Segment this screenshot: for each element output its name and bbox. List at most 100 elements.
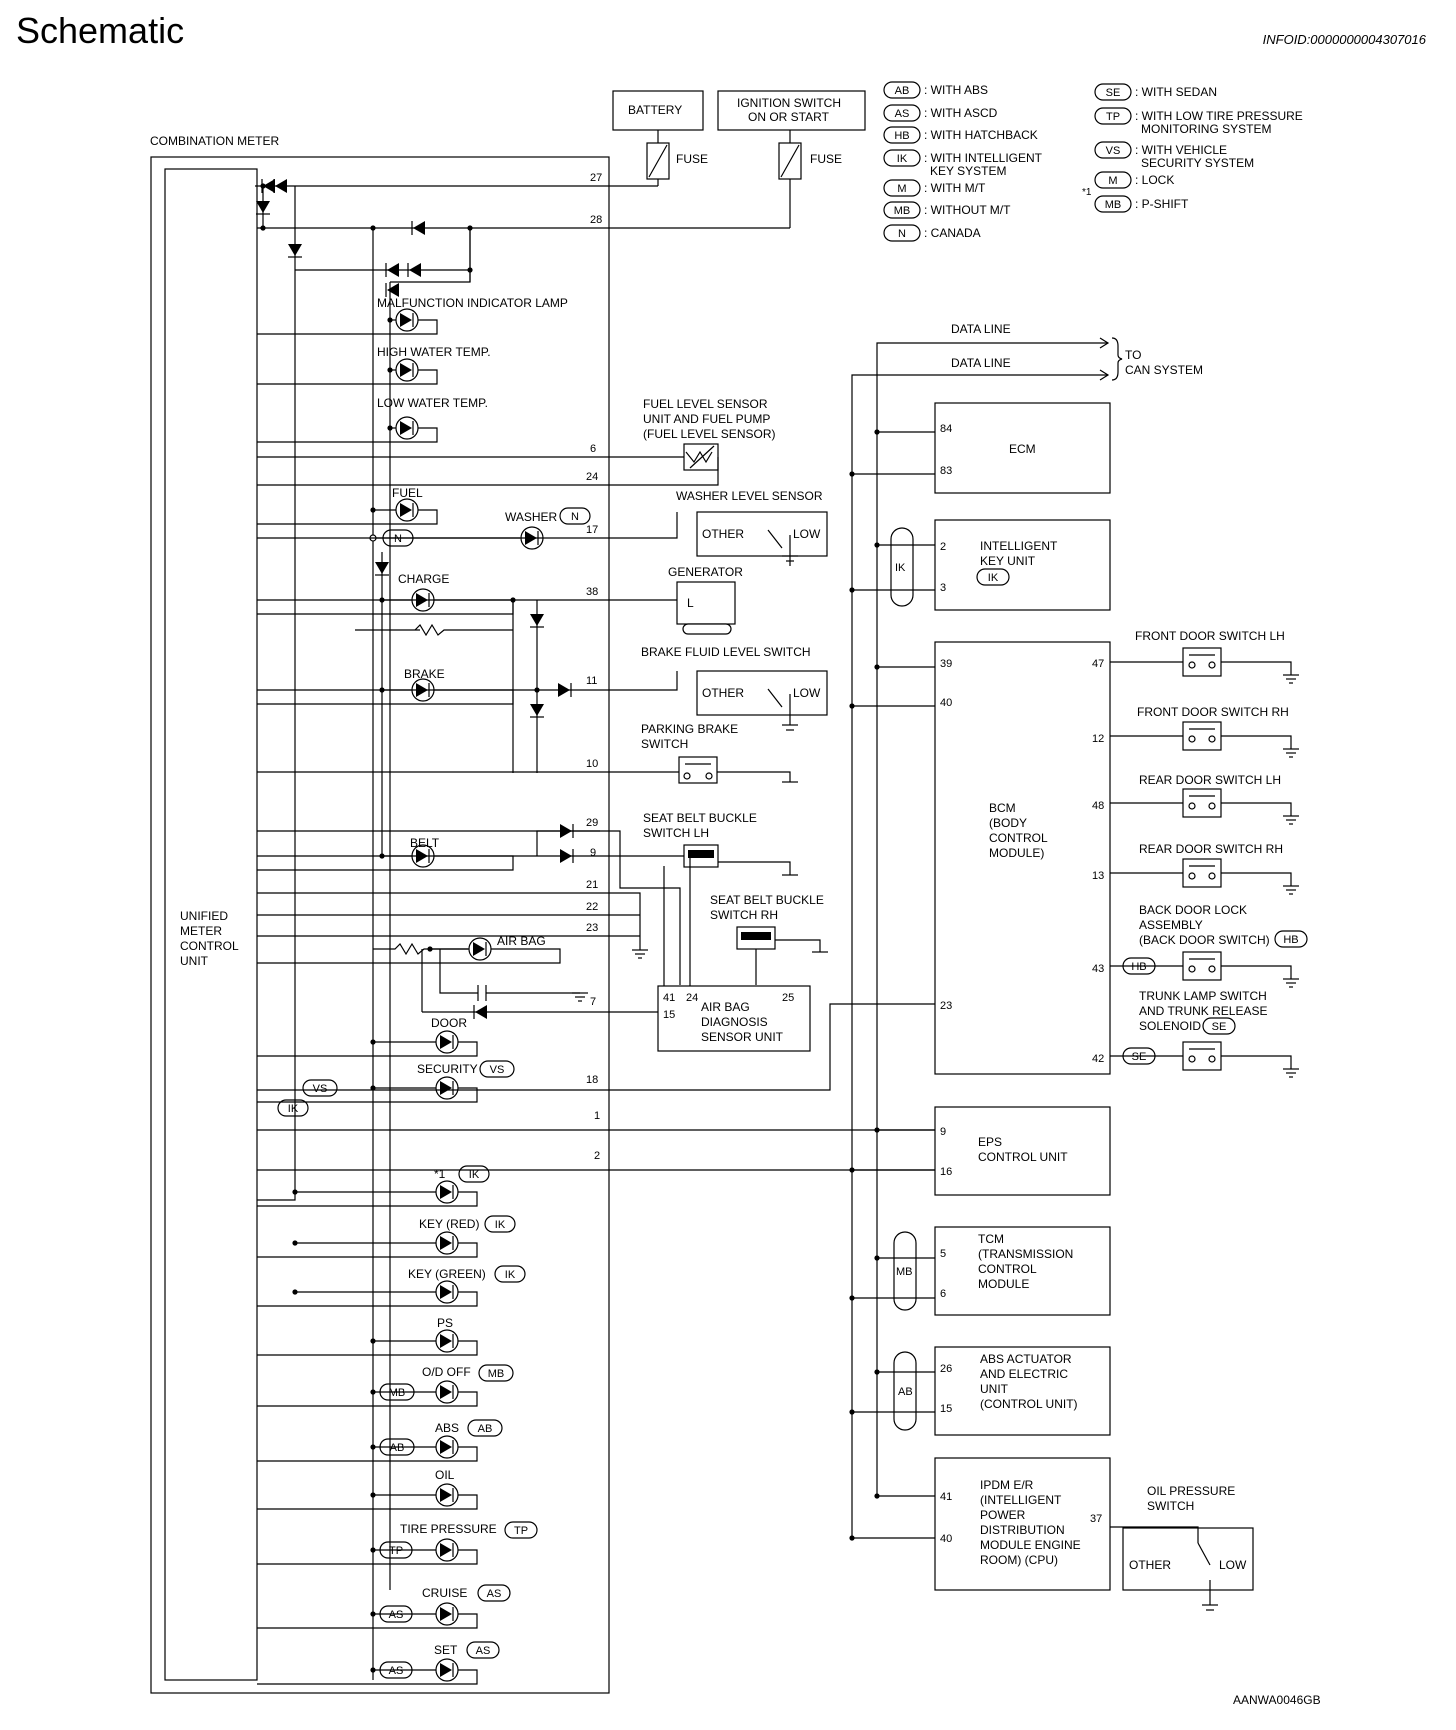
tag-ab-abs-2-text: AB: [390, 1442, 405, 1454]
wire-29: [257, 830, 681, 985]
lamp-label-door: DOOR: [431, 1016, 467, 1030]
ipdm-pin-41: 41: [940, 1491, 952, 1503]
ipdm-label-5: MODULE ENGINE: [980, 1538, 1081, 1552]
airbag-pin-41: 41: [663, 992, 675, 1004]
lamp-cruise-led: [440, 1607, 452, 1621]
parking-label-1: PARKING BRAKE: [641, 722, 738, 736]
top-diodes: [256, 179, 473, 297]
lamp-label-cruise: CRUISE: [422, 1586, 467, 1600]
tag-as-set-2-text: AS: [389, 1665, 404, 1677]
washer-sensor-label: WASHER LEVEL SENSOR: [676, 489, 823, 503]
iku-option-capsule: [890, 527, 914, 607]
airbag-pin-15: 15: [663, 1009, 675, 1021]
unit-label-1: UNIFIED: [180, 909, 228, 923]
back-door-label-2: ASSEMBLY: [1139, 918, 1203, 932]
unified-meter-control-unit: [164, 168, 258, 1681]
bcm-pin-23: 23: [940, 1000, 952, 1012]
legend-text-6: : CANADA: [924, 226, 981, 240]
door-switches: HBHBSESEIKMBAB: [976, 568, 1308, 1429]
tag-as-cruise-2-text: AS: [389, 1609, 404, 1621]
can-junction-1: [849, 471, 855, 477]
junction-lamp-door: [370, 1039, 376, 1045]
legend-tag-10-oval: [1094, 171, 1132, 189]
figure-code: AANWA0046GB: [1233, 1693, 1321, 1707]
rear-door-rh-label: REAR DOOR SWITCH RH: [1139, 842, 1283, 856]
junction-lamp-mil: [387, 317, 393, 323]
legend-tag-2-text: HB: [894, 130, 909, 142]
tcm-label-3: CONTROL: [978, 1262, 1037, 1276]
lamp-label-washer: WASHER: [505, 510, 558, 524]
tcm-label-2: (TRANSMISSION: [978, 1247, 1073, 1261]
legend-text-2: : WITH HATCHBACK: [924, 128, 1038, 142]
abs-unit-box: [934, 1346, 1111, 1436]
tag-mb-odoff-2-text: MB: [389, 1387, 406, 1399]
washer-level-sensor: [696, 511, 828, 566]
airbag-unit-label-1: AIR BAG: [701, 1000, 750, 1014]
legend-tag-1-text: AS: [895, 108, 910, 120]
back-door-label-1: BACK DOOR LOCK: [1139, 903, 1247, 917]
tcm-capsule-tag: MB: [896, 1266, 913, 1278]
airbag-pin-24: 24: [686, 992, 698, 1004]
fuel-sensor-label-3: (FUEL LEVEL SENSOR): [643, 427, 775, 441]
tag-ik-star1-text: IK: [469, 1169, 480, 1181]
washer-low: LOW: [793, 527, 821, 541]
legend-tag-8-text: TP: [1106, 111, 1120, 123]
bcm-pin-43: 43: [1092, 963, 1104, 975]
trunk-label-2: AND TRUNK RELEASE: [1139, 1004, 1267, 1018]
eps-pin-16: 16: [940, 1166, 952, 1178]
ecm-label: ECM: [1009, 442, 1036, 456]
lamp-mil-led: [400, 313, 412, 327]
bcm-label-2: (BODY: [989, 816, 1027, 830]
tag-mb-odoff-text: MB: [488, 1368, 505, 1380]
lamp-set-led: [440, 1663, 452, 1677]
tcm-option-capsule: [893, 1231, 917, 1311]
can-junction-2: [874, 542, 880, 548]
can-junction-4: [874, 664, 880, 670]
door-switch-c1-1: [1188, 735, 1196, 743]
wire-lamp-ret-security: [257, 1087, 478, 1103]
ecm-pin-84: 84: [940, 423, 952, 435]
generator: [676, 581, 736, 635]
tag-ik-keygreen-oval: [494, 1265, 526, 1283]
tcm-pin-5: 5: [940, 1248, 946, 1260]
back-door-label-3: (BACK DOOR SWITCH): [1139, 933, 1270, 947]
lamp-label-fuel: FUEL: [392, 486, 423, 500]
tag-as-cruise-text: AS: [487, 1588, 502, 1600]
fuse-ignition: [778, 130, 802, 228]
bcm-box: [934, 641, 1111, 1075]
data-line-2: DATA LINE: [951, 356, 1011, 370]
wire-lamp-ret-od-off: [257, 1391, 478, 1407]
lamp-door-led: [440, 1035, 452, 1049]
oil-switch-label-1: OIL PRESSURE: [1147, 1484, 1235, 1498]
iku-label-1: INTELLIGENT: [980, 539, 1058, 553]
tcm-label-1: TCM: [978, 1232, 1004, 1246]
legend-tag-5-text: MB: [894, 205, 911, 217]
battery-label: BATTERY: [628, 103, 682, 117]
legend-tag-4-text: M: [897, 183, 906, 195]
lamp-label-low-water: LOW WATER TEMP.: [377, 396, 488, 410]
bcm-pin-39: 39: [940, 658, 952, 670]
pin-24: 24: [586, 471, 598, 483]
front-door-rh-label: FRONT DOOR SWITCH RH: [1137, 705, 1289, 719]
tcm-box: [934, 1226, 1111, 1316]
can-to: TO: [1125, 348, 1141, 362]
wire-11: [257, 671, 678, 691]
legend-tag-1-oval: [883, 104, 921, 122]
pin-18: 18: [586, 1074, 598, 1086]
oil-pressure-switch: [1110, 1526, 1254, 1611]
lamp-label-charge: CHARGE: [398, 572, 449, 586]
combination-meter-box: [150, 156, 610, 1694]
tag-tp-tire-text: TP: [514, 1525, 528, 1537]
legend-tag-5-oval: [883, 201, 921, 219]
pin-11: 11: [586, 675, 597, 687]
diode-batt-2: [263, 179, 275, 193]
tag-se-2-oval: [1202, 1017, 1236, 1035]
lamp-label-od-off: O/D OFF: [422, 1365, 471, 1379]
junction-lamp-key-red: [292, 1240, 298, 1246]
lamp-label-star1: *1: [434, 1167, 446, 1181]
unit-label-2: METER: [180, 924, 222, 938]
unit-label-3: CONTROL: [180, 939, 239, 953]
legend-tag-0-oval: [883, 81, 921, 99]
tag-ik-iku-oval: [976, 568, 1010, 586]
